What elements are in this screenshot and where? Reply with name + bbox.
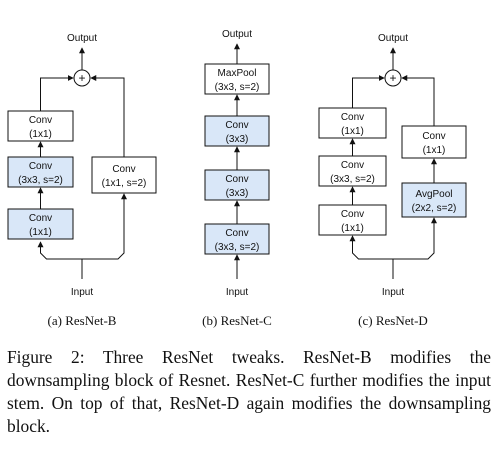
stem-block-1-title: MaxPool bbox=[218, 68, 257, 79]
left-block-2: Conv (3x3, s=2) bbox=[7, 156, 74, 188]
stem-block-4-frame bbox=[204, 223, 270, 255]
figure-caption: Figure 2: Three ResNet tweaks. ResNet-B … bbox=[7, 347, 491, 436]
stem-block-4-params: (3x3, s=2) bbox=[215, 242, 260, 253]
shortcut-conv-frame bbox=[401, 125, 467, 159]
stem-block-4-title: Conv bbox=[225, 228, 248, 239]
shortcut-conv: Conv (1x1) bbox=[401, 125, 467, 159]
left-block-1: Conv (1x1) bbox=[7, 110, 74, 142]
left-block-3-title: Conv bbox=[341, 209, 364, 220]
stem-block-2-params: (3x3) bbox=[226, 134, 249, 145]
left-block-2-params: (3x3, s=2) bbox=[330, 174, 375, 185]
output-label: Output bbox=[378, 33, 408, 44]
input-label: Input bbox=[71, 287, 93, 298]
stem-block-1-frame bbox=[204, 63, 270, 95]
shortcut-block-title: Conv bbox=[112, 164, 135, 175]
adder-symbol: + bbox=[78, 71, 85, 85]
arrow-input-right bbox=[393, 217, 437, 260]
shortcut-avgpool-frame bbox=[401, 182, 467, 218]
left-block-1-params: (1x1) bbox=[341, 126, 364, 137]
stem-block-3-title: Conv bbox=[225, 174, 248, 185]
left-block-1-frame bbox=[7, 110, 74, 142]
shortcut-avgpool-params: (2x2, s=2) bbox=[412, 203, 457, 214]
add-node: + bbox=[384, 69, 402, 87]
stem-block-1-params: (3x3, s=2) bbox=[215, 82, 260, 93]
left-block-3: Conv (1x1) bbox=[7, 208, 74, 240]
left-block-3-title: Conv bbox=[29, 213, 52, 224]
stem-block-3: Conv (3x3) bbox=[204, 169, 270, 201]
input-label: Input bbox=[382, 287, 404, 298]
arrow-input-left bbox=[349, 235, 393, 260]
output-label: Output bbox=[67, 33, 97, 44]
arrow-main-to-add bbox=[40, 75, 74, 111]
shortcut-avgpool-title: AvgPool bbox=[415, 189, 452, 200]
left-block-3-params: (1x1) bbox=[29, 227, 52, 238]
shortcut-block: Conv (1x1, s=2) bbox=[91, 156, 157, 194]
stem-block-4: Conv (3x3, s=2) bbox=[204, 223, 270, 255]
arrow-input-right bbox=[82, 193, 127, 260]
shortcut-block-frame bbox=[91, 156, 157, 194]
diagram-resnet-d: Output+Conv(1x1)Conv(3x3, s=2)Conv(1x1)C… bbox=[318, 33, 467, 328]
shortcut-conv-params: (1x1) bbox=[423, 145, 446, 156]
left-block-2-frame bbox=[7, 156, 74, 188]
arrow-main-to-add bbox=[352, 75, 385, 108]
left-block-1-frame bbox=[318, 107, 387, 139]
subcaption: (c) ResNet-D bbox=[358, 313, 428, 328]
left-block-2: Conv (3x3, s=2) bbox=[318, 155, 387, 187]
input-label: Input bbox=[226, 287, 248, 298]
add-node: + bbox=[73, 69, 91, 87]
arrow-shortcut-to-add bbox=[401, 75, 435, 126]
left-block-2-params: (3x3, s=2) bbox=[18, 175, 63, 186]
left-block-1-title: Conv bbox=[29, 115, 52, 126]
output-label: Output bbox=[222, 29, 252, 40]
left-block-1-title: Conv bbox=[341, 112, 364, 123]
adder-symbol: + bbox=[389, 71, 396, 85]
left-block-1-params: (1x1) bbox=[29, 129, 52, 140]
left-block-3-params: (1x1) bbox=[341, 223, 364, 234]
left-block-1: Conv (1x1) bbox=[318, 107, 387, 139]
subcaption: (a) ResNet-B bbox=[48, 313, 117, 328]
diagram-resnet-b: Output+Conv(1x1)Conv(3x3, s=2)Conv(1x1)C… bbox=[7, 33, 157, 328]
left-block-2-frame bbox=[318, 155, 387, 187]
subcaption: (b) ResNet-C bbox=[202, 313, 272, 328]
shortcut-conv-title: Conv bbox=[422, 131, 445, 142]
figure-diagrams: Output+Conv(1x1)Conv(3x3, s=2)Conv(1x1)C… bbox=[7, 29, 467, 328]
arrow-shortcut-to-add bbox=[90, 75, 125, 157]
left-block-2-title: Conv bbox=[29, 161, 52, 172]
arrow-input-left bbox=[37, 241, 82, 260]
left-block-2-title: Conv bbox=[341, 160, 364, 171]
shortcut-avgpool: AvgPool (2x2, s=2) bbox=[401, 182, 467, 218]
stem-block-2: Conv (3x3) bbox=[204, 115, 270, 147]
stem-block-2-title: Conv bbox=[225, 120, 248, 131]
shortcut-block-params: (1x1, s=2) bbox=[102, 178, 147, 189]
stem-block-1: MaxPool (3x3, s=2) bbox=[204, 63, 270, 95]
stem-block-3-params: (3x3) bbox=[226, 188, 249, 199]
left-block-3: Conv (1x1) bbox=[318, 204, 387, 236]
